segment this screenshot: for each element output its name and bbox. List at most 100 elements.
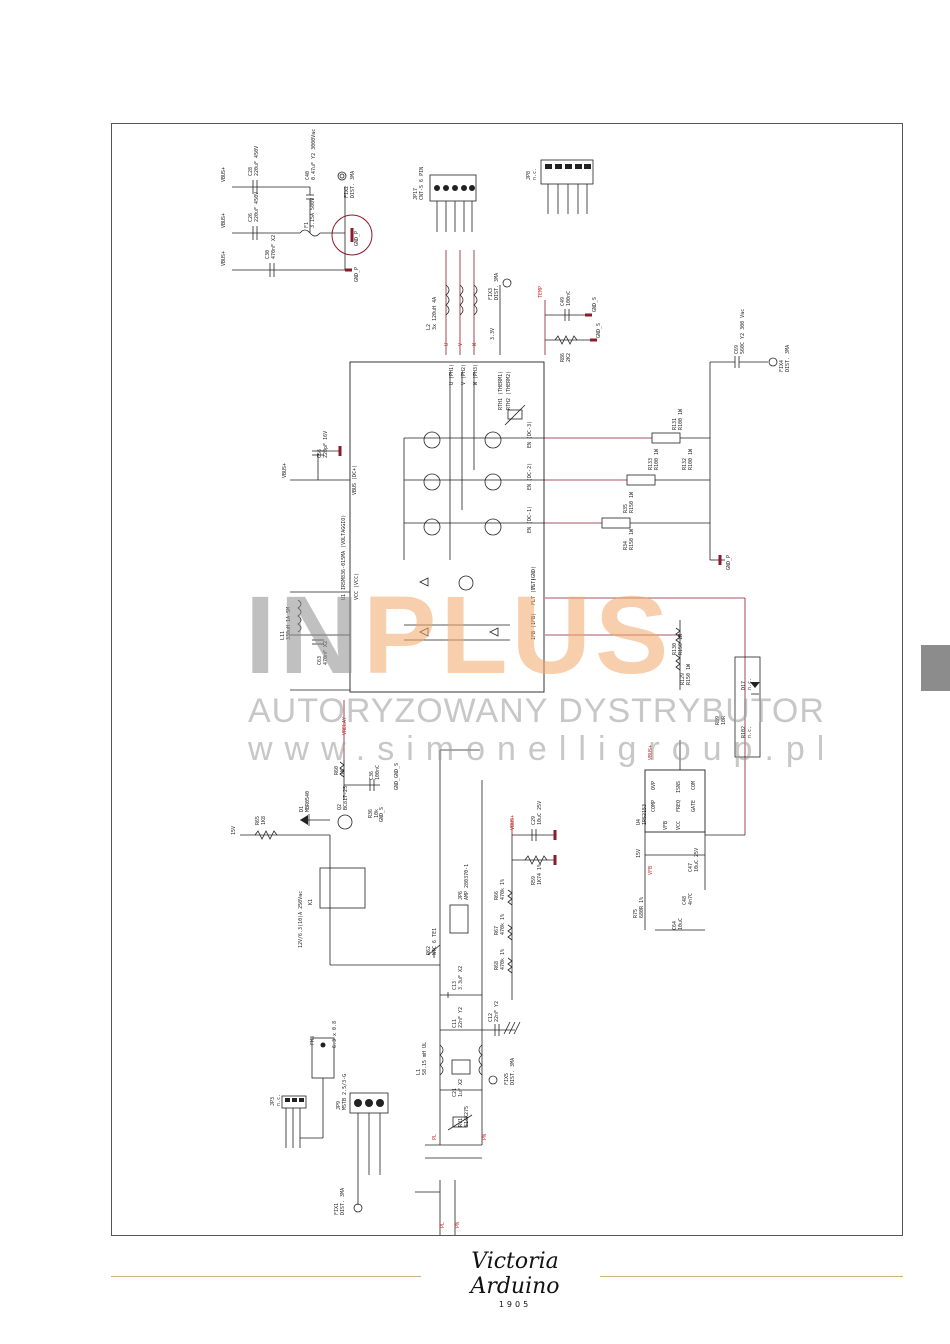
fm3-value: 6.3 x 0.8 <box>332 1021 338 1048</box>
u4-pin-ovp: OVP <box>651 781 657 790</box>
watermark-logo-in: IN <box>245 574 363 697</box>
c48-label: C48 <box>682 896 688 905</box>
pl-label-1: PL <box>432 1134 438 1140</box>
u4-label: U4 <box>636 819 642 825</box>
r67-label: R67 <box>494 926 500 935</box>
r86-value: 2K2 <box>566 353 572 362</box>
r60-value: 1K <box>340 769 346 775</box>
gnd-p-label-2: GND_P <box>354 231 360 246</box>
fix2-label: FIX2 <box>344 186 350 198</box>
u1-pin-flt: FLT (FLT) <box>531 578 537 605</box>
brand-year: 1905 <box>498 1300 532 1309</box>
c12-value: 22nF Y2 <box>494 1001 500 1022</box>
fix2-value: DIST. 3MA <box>350 171 356 198</box>
c49-value: 100nC <box>566 291 572 306</box>
c11-value: 22nF Y2 <box>458 1007 464 1028</box>
u4-pin-gate: GATE <box>691 800 697 812</box>
15v-label-a: 15V <box>636 849 642 858</box>
fm3-label: FM3 <box>310 1036 316 1045</box>
bottom-connectors <box>281 1037 389 1213</box>
pfc-wiring <box>545 597 761 931</box>
r102-value: n.c. <box>747 726 753 738</box>
c26-value: 220uF 450V <box>254 192 260 222</box>
u1-pin-en1: EN (DC-1) <box>527 506 533 533</box>
power-module-u1 <box>349 361 545 693</box>
jp9-value: MSTB 2.5/3-G <box>342 1074 348 1110</box>
r75-value: 680R 1% <box>639 897 645 918</box>
15v-label-c: 15V <box>231 826 237 835</box>
r133-value: R100 1W <box>654 448 660 470</box>
jp8-value: n.c. <box>532 168 538 180</box>
r68-label: R68 <box>494 961 500 970</box>
c28-value: 220uF 450V <box>254 146 260 176</box>
vbus-label-4: VBUS+ <box>282 463 288 478</box>
temp-network <box>544 300 597 355</box>
brand-logo: Victoria Arduino <box>470 1249 560 1299</box>
r75-label: R75 <box>633 909 639 918</box>
r131-label: R131 <box>672 418 678 430</box>
r129-label: R129 <box>680 673 686 685</box>
fix3-value: DIST. 3MA <box>494 273 500 300</box>
f1-value: 3.15A 500V <box>310 198 316 228</box>
u4-pin-freq: FREQ <box>676 800 682 812</box>
footer-rule-right <box>600 1276 903 1277</box>
c30-label: C30 <box>265 250 271 259</box>
c28-label: C28 <box>248 167 254 176</box>
c69-label: C69 <box>734 345 740 354</box>
jp17-value: CNT-S 6 PIN <box>419 167 425 200</box>
c47-label: C47 <box>688 863 694 872</box>
u1-pin-en2: EN (DC-2) <box>527 463 533 490</box>
u4-pin-vcc: VCC <box>676 821 682 830</box>
c26-label: C26 <box>248 213 254 222</box>
r68-value: 470k 1% <box>500 949 506 970</box>
jp3-value: n.c. <box>276 1094 282 1106</box>
c47-value: 10uC 25V <box>694 848 700 872</box>
gnd-s-label-1: GND_S <box>592 297 598 312</box>
temp-label: TEMP <box>538 286 544 298</box>
r62-value: NTC 6 TE1 <box>432 928 438 955</box>
q2-label: Q2 <box>337 804 343 810</box>
jp6-value: AMP 280370-1 <box>464 864 470 900</box>
c64-label: C64 <box>672 921 678 930</box>
c36-value: 100nC <box>375 765 381 780</box>
c21-value: 1uF X2 <box>458 1079 464 1097</box>
q2-value: BC817-25 <box>343 786 349 810</box>
page-side-tab <box>921 645 950 691</box>
r89-label: R89 <box>715 716 721 725</box>
footer-rule-left <box>111 1276 421 1277</box>
u1-pin-en3: EN (DC-3) <box>527 421 533 448</box>
vrelay-label: VRELAY <box>342 717 348 735</box>
fix5-label: FIX5 <box>504 1073 510 1085</box>
r67-value: 470k 1% <box>500 914 506 935</box>
gnd-p-label-3: GND_P <box>726 555 732 570</box>
c49-label: C49 <box>560 297 566 306</box>
gnd-s-label-3: GND_S <box>379 807 385 822</box>
vbus-label-1: VBUS+ <box>221 167 227 182</box>
u1-pin-w: W (PH3) <box>473 364 479 385</box>
jp8-label: JP8 <box>526 171 532 180</box>
vbus-label-3: VBUS+ <box>221 251 227 266</box>
r131-value: R100 1W <box>678 408 684 430</box>
3v3-label: 3.3V <box>490 328 496 340</box>
c11-label: C11 <box>452 1019 458 1028</box>
l2-value: 3x 120uH 4A <box>432 297 438 330</box>
u1-pin-rth1: RTH1 (THERM1) <box>498 371 504 410</box>
pn-label-2: PN <box>455 1222 461 1228</box>
r132-label: R132 <box>682 458 688 470</box>
jp17-label: JP17 <box>413 188 419 200</box>
k1-label: K1 <box>308 899 314 905</box>
u4-pin-vfb: VFB <box>663 821 669 830</box>
vfb-label: VFB <box>648 866 654 875</box>
r130-label: R130 <box>672 643 678 655</box>
u4-pin-isns: ISNS <box>676 781 682 793</box>
l11-label: L11 <box>280 631 286 640</box>
c63-label: C63 <box>317 656 323 665</box>
shunt-resistors <box>545 432 725 565</box>
filter-l11 <box>290 591 350 691</box>
bulk-capacitor-block <box>232 171 373 277</box>
u4-value: IRS2153 <box>642 804 648 825</box>
l1-label: L1 <box>416 1069 422 1075</box>
r65-value: 1K8 <box>261 816 267 825</box>
d1-value: MBR0540 <box>305 791 311 812</box>
